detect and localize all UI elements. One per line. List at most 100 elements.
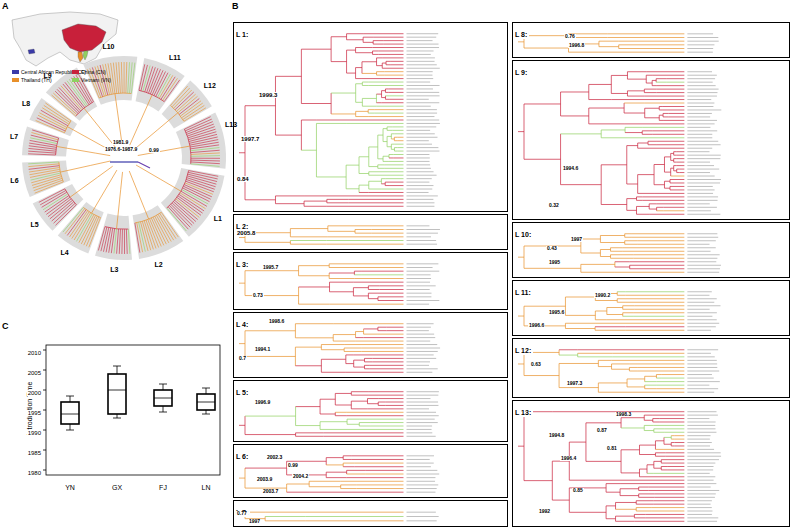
tree-branch	[369, 189, 382, 190]
tree-branch	[621, 417, 644, 418]
tree-branch	[655, 449, 664, 450]
legend-entry: Thailand (TH)	[12, 77, 52, 83]
tree-branch	[378, 327, 387, 328]
tree-branch	[182, 103, 203, 118]
tree-branch	[637, 206, 650, 207]
tree-branch	[601, 137, 625, 138]
tree-branch	[191, 148, 220, 151]
tree-branch	[687, 442, 711, 443]
tree-branch	[524, 103, 561, 104]
tree-branch	[369, 171, 375, 172]
tree-branch	[347, 50, 356, 51]
tree-branch	[407, 44, 439, 45]
tree-branch	[611, 93, 627, 94]
tree-branch	[378, 54, 403, 55]
tree-branch	[369, 391, 404, 392]
tree-branch	[265, 512, 403, 513]
tree-branch	[43, 410, 46, 411]
tree-branch	[687, 517, 718, 518]
node-date: 1976.6-1987.9	[104, 147, 138, 152]
tree-branch	[407, 395, 439, 396]
tree-branch	[664, 181, 670, 182]
tree-branch	[391, 61, 404, 62]
lineage-label: L5	[30, 221, 38, 228]
tree-branch	[305, 516, 403, 517]
tree-branch	[245, 434, 296, 435]
tree-branch	[326, 472, 346, 473]
tree-branch	[627, 96, 644, 97]
tree-branch	[369, 192, 404, 193]
tree-branch	[518, 41, 524, 42]
tree-branch	[664, 449, 684, 450]
axis-label: 1980	[27, 470, 42, 476]
tree-branch	[321, 359, 345, 360]
tree-branch	[373, 358, 404, 359]
tree-branch	[171, 204, 192, 225]
tree-branch	[645, 117, 660, 118]
subtree-panel: L 7:	[233, 500, 508, 527]
tree-branch	[202, 388, 210, 389]
tree-branch	[687, 305, 720, 306]
tree-branch	[407, 481, 436, 482]
tree-branch	[627, 386, 645, 387]
tree-branch	[76, 75, 92, 103]
axis-label: LN	[201, 484, 212, 491]
tree-branch	[331, 113, 356, 114]
tree-branch	[379, 289, 403, 290]
tree-branch	[124, 62, 125, 93]
tree-branch	[578, 353, 613, 354]
tree-branch	[687, 176, 714, 177]
tree-branch	[347, 424, 359, 425]
tree-branch	[663, 120, 684, 121]
tree-branch	[687, 356, 714, 357]
tree-branch	[346, 354, 354, 355]
tree-branch	[687, 497, 715, 498]
tree-branch	[407, 330, 429, 331]
tree-branch	[620, 488, 639, 489]
tree-branch	[687, 169, 719, 170]
tree-branch	[394, 151, 397, 152]
tree-branch	[687, 172, 710, 173]
tree-branch	[349, 202, 404, 203]
tree-branch	[407, 185, 434, 186]
tree-branch	[625, 240, 638, 241]
tree-branch	[407, 474, 440, 475]
tree-branch	[674, 155, 677, 156]
node-date: 1994.6	[562, 166, 579, 171]
tree-branch	[394, 140, 397, 141]
tree-branch	[687, 78, 715, 79]
tree-branch	[687, 298, 716, 299]
tree-branch	[687, 319, 716, 320]
tree-branch	[687, 432, 716, 433]
tree-branch	[651, 507, 684, 508]
tree-branch	[637, 367, 684, 368]
tree-branch	[407, 116, 435, 117]
tree-branch	[191, 153, 220, 155]
tree-branch	[586, 480, 684, 481]
tree-branch	[687, 268, 720, 269]
legend-entry: China (CN)	[72, 69, 106, 75]
tree-branch	[378, 405, 385, 406]
tree-branch	[239, 343, 245, 344]
node-date: 2003.7	[262, 489, 279, 494]
tree-branch	[373, 37, 403, 38]
tree-branch	[644, 430, 654, 431]
tree-branch	[347, 412, 404, 413]
tree-branch	[617, 291, 625, 292]
axis-label: 2005	[27, 370, 42, 376]
tree-branch	[518, 446, 524, 447]
tree-branch	[613, 353, 685, 354]
tree-branch	[623, 316, 634, 317]
tree-branch	[642, 134, 652, 135]
tree-branch	[687, 480, 713, 481]
tree-branch	[581, 253, 601, 254]
tree-branch	[379, 285, 403, 286]
tree-branch	[29, 143, 56, 147]
tree-branch	[687, 37, 718, 38]
tree-branch	[239, 152, 245, 153]
tree-branch	[656, 78, 666, 79]
tree-branch	[407, 368, 438, 369]
tree-branch	[343, 455, 352, 456]
tree-branch	[173, 202, 196, 222]
